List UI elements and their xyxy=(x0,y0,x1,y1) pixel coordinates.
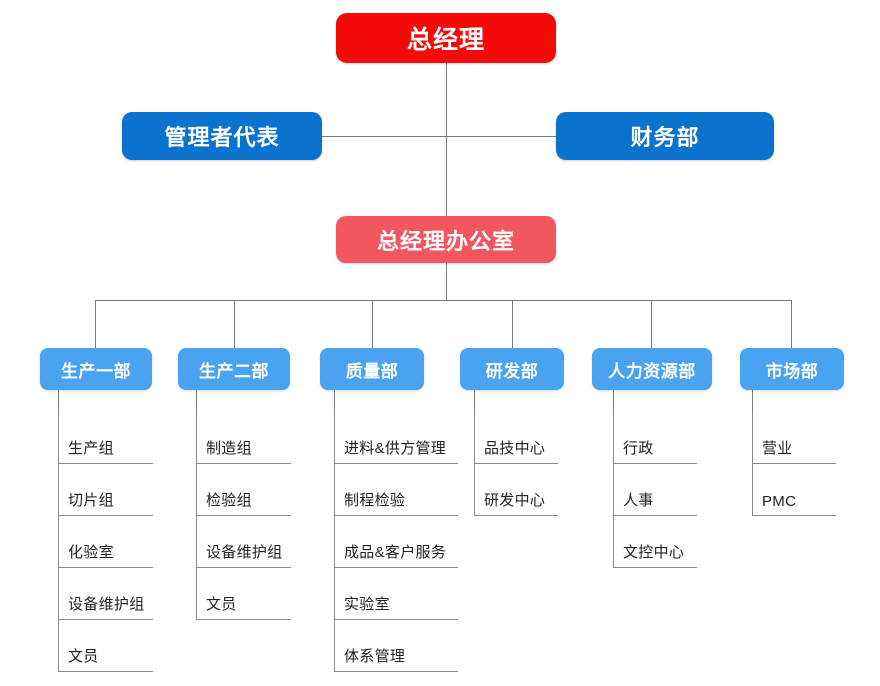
connector-stem-dept-4 xyxy=(474,390,475,412)
node-general-manager-office[interactable]: 总经理办公室 xyxy=(336,216,556,263)
connector-department-bus xyxy=(95,300,791,301)
connector-drop-dept-5 xyxy=(651,300,652,348)
list-item[interactable]: 品技中心 xyxy=(475,412,558,464)
connector-drop-dept-1 xyxy=(95,300,96,348)
list-item[interactable]: 成品&客户服务 xyxy=(335,516,458,568)
connector-stem-dept-6 xyxy=(752,390,753,412)
list-item[interactable]: 文员 xyxy=(59,620,153,672)
leaf-list-marketing: 营业 PMC xyxy=(752,412,836,516)
connector-side-bus xyxy=(322,136,570,137)
list-item[interactable]: 文控中心 xyxy=(614,516,697,568)
leaf-list-production-1: 生产组 切片组 化验室 设备维护组 文员 xyxy=(58,412,153,672)
node-finance-department[interactable]: 财务部 xyxy=(556,112,774,160)
connector-stem-dept-3 xyxy=(334,390,335,412)
node-department-production-2[interactable]: 生产二部 xyxy=(178,348,290,390)
connector-root-to-office xyxy=(446,63,447,216)
connector-stem-dept-1 xyxy=(58,390,59,412)
list-item[interactable]: 体系管理 xyxy=(335,620,458,672)
node-department-quality[interactable]: 质量部 xyxy=(320,348,424,390)
node-department-production-1[interactable]: 生产一部 xyxy=(40,348,152,390)
list-item[interactable]: 研发中心 xyxy=(475,464,558,516)
list-item[interactable]: 行政 xyxy=(614,412,697,464)
list-item[interactable]: 进料&供方管理 xyxy=(335,412,458,464)
list-item[interactable]: 设备维护组 xyxy=(197,516,291,568)
node-department-marketing[interactable]: 市场部 xyxy=(740,348,844,390)
leaf-list-hr: 行政 人事 文控中心 xyxy=(613,412,697,568)
list-item[interactable]: 化验室 xyxy=(59,516,153,568)
connector-drop-dept-2 xyxy=(234,300,235,348)
connector-drop-dept-6 xyxy=(791,300,792,348)
list-item[interactable]: 设备维护组 xyxy=(59,568,153,620)
list-item[interactable]: 制造组 xyxy=(197,412,291,464)
leaf-list-quality: 进料&供方管理 制程检验 成品&客户服务 实验室 体系管理 xyxy=(334,412,458,672)
list-item[interactable]: 制程检验 xyxy=(335,464,458,516)
list-item[interactable]: 切片组 xyxy=(59,464,153,516)
node-general-manager[interactable]: 总经理 xyxy=(336,13,556,63)
leaf-list-production-2: 制造组 检验组 设备维护组 文员 xyxy=(196,412,291,620)
connector-stem-dept-2 xyxy=(196,390,197,412)
list-item[interactable]: 文员 xyxy=(197,568,291,620)
connector-office-down xyxy=(446,263,447,301)
list-item[interactable]: 营业 xyxy=(753,412,836,464)
list-item[interactable]: 实验室 xyxy=(335,568,458,620)
connector-drop-dept-3 xyxy=(372,300,373,348)
list-item[interactable]: 检验组 xyxy=(197,464,291,516)
connector-drop-dept-4 xyxy=(512,300,513,348)
leaf-list-rd: 品技中心 研发中心 xyxy=(474,412,558,516)
list-item[interactable]: 生产组 xyxy=(59,412,153,464)
list-item[interactable]: 人事 xyxy=(614,464,697,516)
list-item[interactable]: PMC xyxy=(753,464,836,516)
connector-stem-dept-5 xyxy=(613,390,614,412)
node-department-hr[interactable]: 人力资源部 xyxy=(592,348,712,390)
node-department-rd[interactable]: 研发部 xyxy=(460,348,564,390)
node-management-representative[interactable]: 管理者代表 xyxy=(122,112,322,160)
